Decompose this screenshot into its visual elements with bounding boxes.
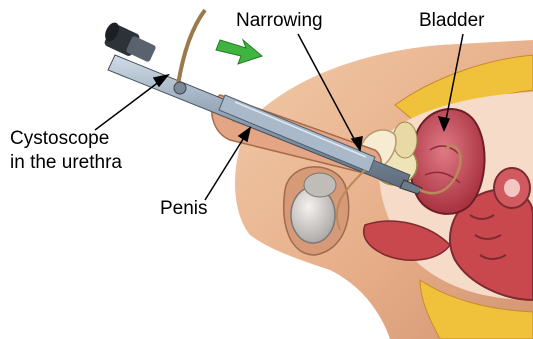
insertion-arrow-icon <box>216 40 262 64</box>
irrigation-tube <box>178 10 205 85</box>
bladder <box>411 109 485 214</box>
label-cystoscope-line2: in the urethra <box>10 152 122 174</box>
label-cystoscope-line1: Cystoscope <box>10 128 109 150</box>
label-bladder: Bladder <box>419 10 485 32</box>
label-penis: Penis <box>160 198 208 220</box>
label-narrowing: Narrowing <box>236 10 323 32</box>
